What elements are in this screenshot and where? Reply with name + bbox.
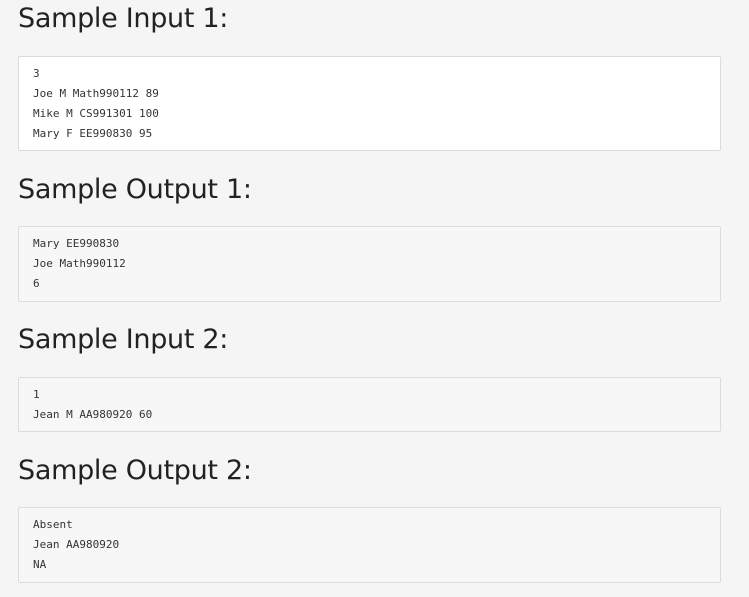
code-line: Jean AA980920 xyxy=(33,538,120,551)
sample-output-1-code-block[interactable]: Mary EE990830 Joe Math990112 6 xyxy=(18,226,721,302)
sample-input-2-title: Sample Input 2: xyxy=(18,324,229,355)
code-line: Joe Math990112 xyxy=(33,257,126,270)
sample-input-2-code-block[interactable]: 1 Jean M AA980920 60 xyxy=(18,377,721,432)
sample-output-1-title: Sample Output 1: xyxy=(18,174,252,205)
code-line: Mike M CS991301 100 xyxy=(33,107,159,120)
sample-output-2-title: Sample Output 2: xyxy=(18,455,252,486)
sample-input-1-code-block[interactable]: 3 Joe M Math990112 89 Mike M CS991301 10… xyxy=(18,56,721,151)
code-line: Mary EE990830 xyxy=(33,237,120,250)
code-line: 1 xyxy=(33,388,40,401)
code-line: Jean M AA980920 60 xyxy=(33,408,153,421)
sample-input-1-title: Sample Input 1: xyxy=(18,3,229,34)
code-line: Mary F EE990830 95 xyxy=(33,127,153,140)
code-line: 6 xyxy=(33,277,40,290)
code-line: 3 xyxy=(33,67,40,80)
code-line: NA xyxy=(33,558,47,571)
code-line: Joe M Math990112 89 xyxy=(33,87,159,100)
code-line: Absent xyxy=(33,518,73,531)
sample-output-2-code-block[interactable]: Absent Jean AA980920 NA xyxy=(18,507,721,583)
